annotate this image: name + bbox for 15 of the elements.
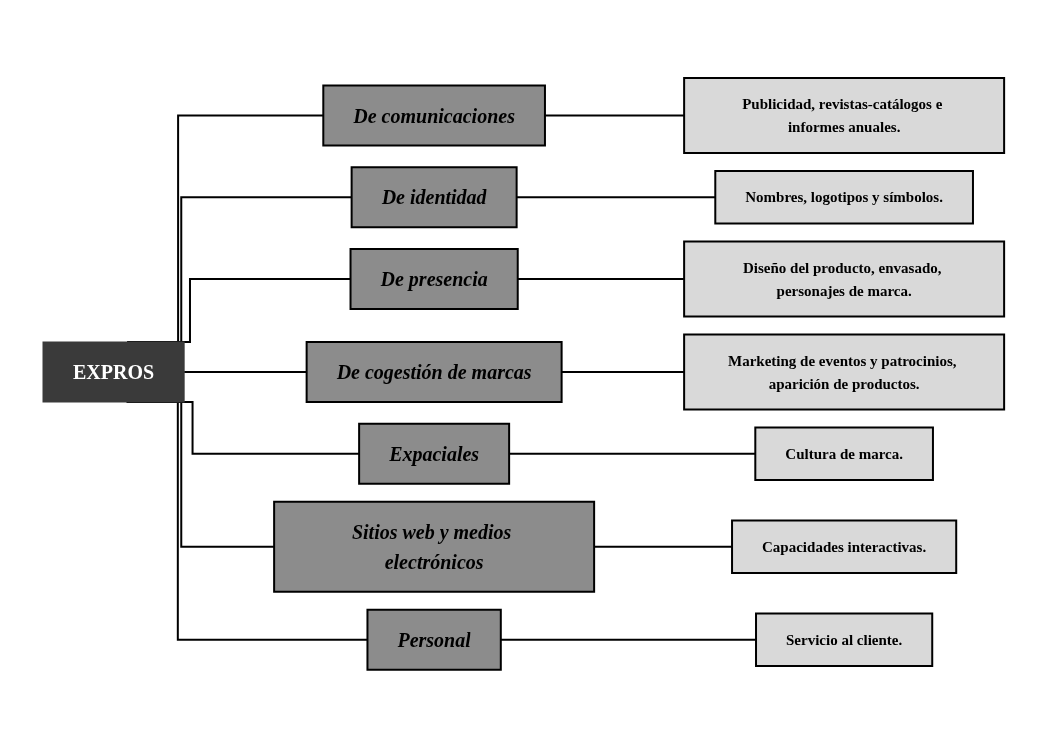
node-box: De comunicaciones xyxy=(322,84,546,147)
node-box: De cogestión de marcas xyxy=(305,340,563,403)
node-box: Cultura de marca. xyxy=(754,426,934,481)
node-box: Publicidad, revistas-catálogos e informes anuales. xyxy=(683,76,1006,154)
node-box: Marketing de eventos y patrocinios, aparición de productos. xyxy=(683,333,1006,411)
node-box: Expaciales xyxy=(358,422,511,485)
node-box: De presencia xyxy=(349,247,519,310)
node-box: Capacidades interactivas. xyxy=(731,519,958,574)
node-box: De identidad xyxy=(350,165,518,228)
node-box: Diseño del producto, envasado, personajes de marca. xyxy=(683,240,1006,318)
node-box: Sitios web y medios electrónicos xyxy=(273,500,596,593)
node-box: Personal xyxy=(366,608,502,671)
node-box: EXPROS xyxy=(42,341,185,403)
node-box: Servicio al cliente. xyxy=(754,612,934,667)
node-box: Nombres, logotipos y símbolos. xyxy=(714,169,974,225)
